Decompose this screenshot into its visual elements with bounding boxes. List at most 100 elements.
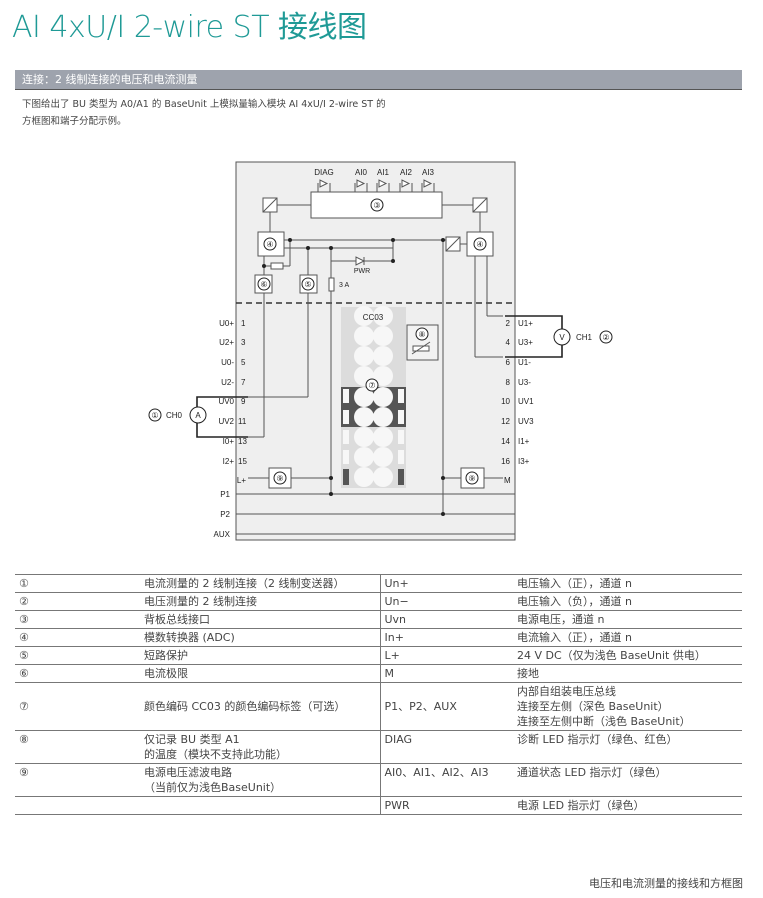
svg-text:U0-: U0- (221, 358, 234, 367)
legend-cell-term: L+ (379, 646, 513, 665)
legend-cell-term: DIAG (379, 730, 513, 764)
legend-text: 仅记录 BU 类型 A1 (144, 733, 240, 746)
legend-row: ⑤ 短路保护 L+ 24 V DC（仅为浅色 BaseUnit 供电） (15, 646, 742, 665)
legend-cell-no: ② (15, 592, 140, 611)
svg-text:3: 3 (241, 338, 246, 347)
legend-text: ③ (19, 613, 29, 626)
ammeter-label: A (195, 411, 201, 420)
svg-text:16: 16 (501, 457, 510, 466)
legend-text (19, 798, 136, 813)
svg-text:U0+: U0+ (219, 319, 234, 328)
voltmeter-label: V (559, 333, 565, 342)
legend-cell-desc: 电流极限 (140, 664, 380, 683)
ch1-label: CH1 (576, 333, 593, 342)
svg-text:9: 9 (241, 397, 246, 406)
legend-cell-desc: 电源电压滤波电路（当前仅为浅色BaseUnit） (140, 763, 380, 797)
fuse (328, 277, 335, 292)
legend-cell-term: Uvn (379, 610, 513, 629)
legend-cell-meaning: 诊断 LED 指示灯（绿色、红色） (513, 730, 742, 764)
ammeter-icon (189, 406, 207, 424)
svg-text:U1-: U1- (518, 358, 531, 367)
svg-text:L+: L+ (237, 476, 246, 485)
legend-cell-meaning: 内部自组装电压总线连接至左侧（深色 BaseUnit）连接至左侧中断（浅色 Ba… (513, 682, 742, 731)
svg-text:8: 8 (506, 378, 511, 387)
legend-cell-no: ④ (15, 628, 140, 647)
legend-text: ⑤ (19, 649, 29, 662)
legend-text: 颜色编码 CC03 的颜色编码标签（可选） (144, 700, 346, 713)
marker-4: ④ (266, 240, 273, 249)
legend-text: 24 V DC（仅为浅色 BaseUnit 供电） (517, 649, 706, 662)
legend-text: ④ (19, 631, 29, 644)
legend-text: ⑧ (19, 733, 29, 746)
svg-text:UV3: UV3 (518, 417, 534, 426)
legend-cell-meaning: 电源电压，通道 n (513, 610, 742, 629)
svg-text:P1: P1 (220, 490, 230, 499)
svg-text:UV2: UV2 (218, 417, 234, 426)
legend-cell-term: Un+ (379, 574, 513, 593)
legend-cell-no: ⑤ (15, 646, 140, 665)
legend-cell-term: AI0、AI1、AI2、AI3 (379, 763, 513, 797)
svg-text:U1+: U1+ (518, 319, 533, 328)
svg-text:UV0: UV0 (218, 397, 234, 406)
voltmeter-icon (553, 328, 571, 346)
legend-row: ⑦ 颜色编码 CC03 的颜色编码标签（可选） P1、P2、AUX 内部自组装电压总线… (15, 682, 742, 731)
legend-cell-desc: 背板总线接口 (140, 610, 380, 629)
svg-text:7: 7 (241, 378, 246, 387)
svg-text:U3+: U3+ (518, 338, 533, 347)
legend-text: 背板总线接口 (144, 613, 210, 626)
legend-text: DIAG (384, 733, 413, 746)
legend-cell-no: ① (15, 574, 140, 593)
legend-cell-term: M (379, 664, 513, 683)
legend-cell-term: P1、P2、AUX (379, 682, 513, 731)
svg-text:11: 11 (238, 417, 247, 426)
legend-text: P1、P2、AUX (384, 700, 457, 713)
legend-text: M (384, 667, 395, 680)
svg-text:13: 13 (238, 437, 247, 446)
legend-text: 短路保护 (144, 649, 188, 662)
legend-text: 电流输入（正），通道 n (517, 631, 632, 644)
legend-text: 连接至左侧（深色 BaseUnit） (517, 700, 669, 713)
svg-text:4: 4 (506, 338, 511, 347)
legend-text: 模数转换器 (ADC) (144, 631, 235, 644)
intro-line: 下图给出了 BU 类型为 A0/A1 的 BaseUnit 上模拟量输入模块 A… (22, 99, 386, 110)
intro-text: 下图给出了 BU 类型为 A0/A1 的 BaseUnit 上模拟量输入模块 A… (22, 96, 386, 130)
svg-text:I2+: I2+ (223, 457, 235, 466)
legend-text: In+ (384, 631, 404, 644)
led-label-ai1: AI1 (377, 168, 390, 177)
svg-text:1: 1 (241, 319, 246, 328)
pwr-led-icon (355, 256, 366, 266)
svg-text:14: 14 (501, 437, 510, 446)
legend-text: Un+ (384, 577, 409, 590)
legend-cell-no: ⑨ (15, 763, 140, 797)
legend-cell-meaning: 电压输入（正），通道 n (513, 574, 742, 593)
legend-cell-meaning: 接地 (513, 664, 742, 683)
svg-text:P2: P2 (220, 510, 230, 519)
resistor (270, 262, 284, 270)
legend-cell-no: ⑧ (15, 730, 140, 764)
legend-cell-desc: 短路保护 (140, 646, 380, 665)
ch0-label: CH0 (166, 411, 183, 420)
marker-9: ⑨ (276, 474, 283, 483)
marker-8: ⑧ (418, 330, 425, 339)
marker-6: ⑥ (260, 280, 267, 289)
legend-cell-no: ⑦ (15, 682, 140, 731)
legend-cell-desc: 电流测量的 2 线制连接（2 线制变送器） (140, 574, 380, 593)
svg-text:U2-: U2- (221, 378, 234, 387)
legend-cell-meaning: 通道状态 LED 指示灯（绿色） (513, 763, 742, 797)
legend-text: Un− (384, 595, 409, 608)
legend-text: 电流极限 (144, 667, 188, 680)
adc-right (466, 231, 494, 257)
legend-text: 电压输入（负），通道 n (517, 595, 632, 608)
legend-cell-meaning: 电压输入（负），通道 n (513, 592, 742, 611)
led-label-ai0: AI0 (355, 168, 368, 177)
svg-text:U3-: U3- (518, 378, 531, 387)
legend-cell-desc (140, 796, 380, 815)
legend-row: ④ 模数转换器 (ADC) In+ 电流输入（正），通道 n (15, 628, 742, 647)
legend-text: ⑦ (19, 700, 29, 713)
